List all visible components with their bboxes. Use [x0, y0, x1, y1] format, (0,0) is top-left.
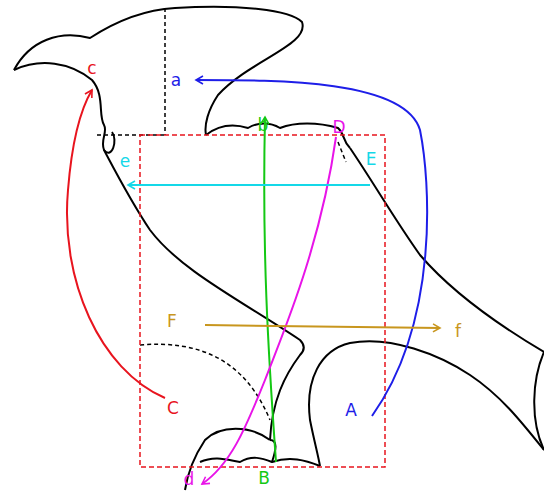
point-letter: c — [85, 59, 98, 78]
point-letter: D — [330, 118, 347, 137]
point-letter: F — [165, 312, 179, 331]
point-letter: e — [118, 152, 132, 171]
point-letter: E — [364, 150, 379, 169]
point-letter: B — [256, 469, 272, 488]
point-letter: C — [165, 399, 181, 418]
bird-outline — [14, 7, 544, 490]
point-letter: a — [169, 71, 183, 90]
dashed-cut-line — [97, 8, 346, 420]
point-letter: f — [453, 322, 463, 341]
point-letter: A — [343, 401, 359, 420]
move-arrows — [67, 80, 440, 484]
point-letter: b — [256, 116, 271, 135]
point-letter: d — [182, 470, 197, 489]
